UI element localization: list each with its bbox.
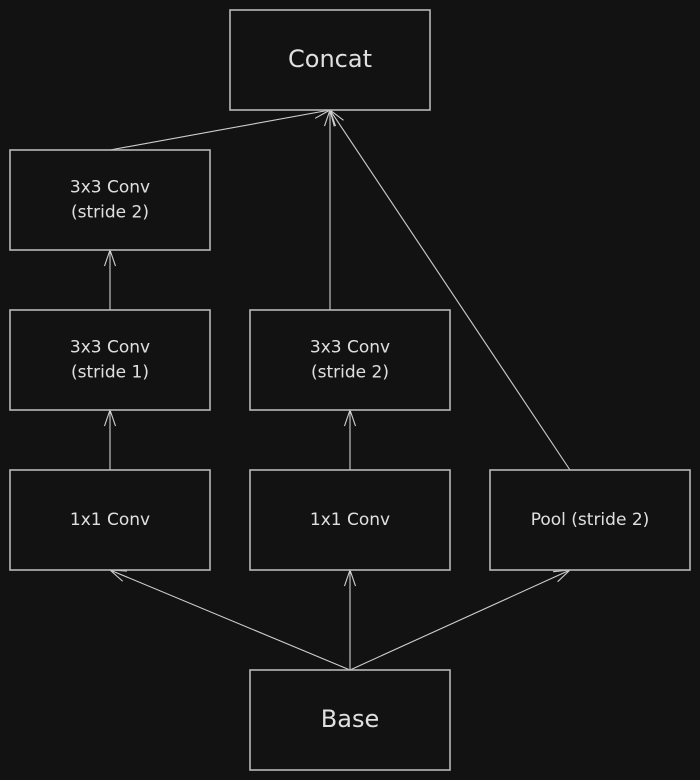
node-pool: Pool (stride 2) — [489, 469, 691, 571]
node-box — [229, 9, 431, 111]
arrow-base-to-conv1x1-left — [108, 569, 351, 671]
arrowhead-icon — [553, 569, 572, 583]
arrow-base-to-pool — [349, 569, 572, 671]
node-label: (stride 2) — [311, 363, 389, 383]
node-label: Pool (stride 2) — [531, 510, 650, 530]
node-label: (stride 1) — [71, 363, 149, 383]
node-conv1x1-left: 1x1 Conv — [9, 469, 211, 571]
node-box — [249, 309, 451, 411]
node-conv3x3-s2-left: 3x3 Conv (stride 2) — [9, 149, 211, 251]
node-box — [9, 469, 211, 571]
node-label: 1x1 Conv — [70, 510, 150, 530]
node-label: 3x3 Conv — [70, 338, 150, 358]
arrow-conv1x1-mid-to-conv3x3-s2-mid — [343, 408, 357, 470]
node-label: 3x3 Conv — [70, 178, 150, 198]
node-label: 1x1 Conv — [310, 510, 390, 530]
node-conv3x3-s1-left: 3x3 Conv (stride 1) — [9, 309, 211, 411]
arrow-conv1x1-left-to-conv3x3-s1-left — [103, 408, 117, 470]
node-label: (stride 2) — [71, 203, 149, 223]
arrow-line — [329, 109, 571, 471]
node-label: Base — [321, 705, 379, 733]
arrow-pool-to-concat — [329, 108, 571, 471]
arrow-line — [109, 109, 331, 151]
node-box — [249, 669, 451, 771]
node-conv3x3-s2-mid: 3x3 Conv (stride 2) — [249, 309, 451, 411]
node-box — [249, 469, 451, 571]
arrow-base-to-conv1x1-mid — [343, 568, 357, 670]
node-label: 3x3 Conv — [310, 338, 390, 358]
node-box — [9, 149, 211, 251]
node-label: Concat — [288, 45, 372, 73]
node-concat: Concat — [229, 9, 431, 111]
node-box — [9, 309, 211, 411]
node-base: Base — [249, 669, 451, 771]
arrow-conv3x3-s1-left-to-conv3x3-s2-left — [103, 248, 117, 310]
node-conv1x1-mid: 1x1 Conv — [249, 469, 451, 571]
arrow-conv3x3-s2-left-to-concat — [109, 106, 332, 151]
arrow-line — [109, 569, 351, 671]
node-box — [489, 469, 691, 571]
arrow-conv3x3-s2-mid-to-concat — [323, 108, 337, 310]
arrow-line — [349, 569, 571, 671]
